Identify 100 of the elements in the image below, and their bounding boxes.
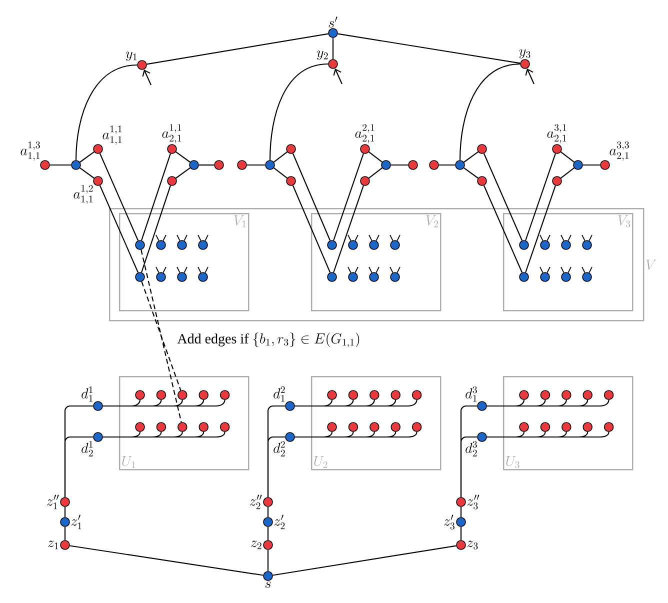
node-label: $s'$ [328,16,338,28]
vertex: $a^{3,1}_{2,1}$ [547,124,566,154]
edge [460,506,462,518]
node-label: $a^{3,1}_{2,1}$ [547,124,566,144]
edge [460,526,462,540]
vertex [477,144,487,154]
vertex [327,390,337,400]
node-label: $z_1$ [48,540,58,550]
node-label: $y_3$ [519,49,530,59]
node-label: $a^{3,3}_{2,1}$ [610,142,629,161]
vertex: $d^3_1$ [466,386,487,411]
vertex [573,160,583,170]
edge-stub [184,234,188,242]
vertex [370,422,380,432]
edge-stub [560,266,564,274]
vertex: $z'_3$ [444,514,466,530]
vertex [412,422,422,432]
edge [560,168,574,178]
vertex [390,422,400,432]
vertex: $d^2_2$ [274,432,295,456]
vertex [540,390,550,400]
edge-stub [162,234,166,242]
edge [332,38,334,60]
edge [141,153,171,241]
vertex [381,160,391,170]
edge [274,152,288,162]
vertex [390,390,400,400]
vertex [519,422,529,432]
edge [483,153,523,241]
edge-stub [390,266,394,274]
vertex [519,240,529,250]
node-label: $s$ [265,581,271,588]
edge-stub [348,266,352,274]
edge [99,153,139,241]
vertex [582,240,592,250]
edge [333,185,364,273]
node-label: $a^{1,2}_{1,1}$ [74,184,93,204]
vertex: $z'_1$ [60,514,82,530]
edge [292,153,331,241]
node-label: $a^{1,3}_{1,1}$ [20,142,40,161]
vertex [540,240,550,250]
vertex: $d^1_2$ [82,432,103,456]
node-label: $d^1_2$ [82,440,93,456]
edge-stub [354,234,358,242]
vertex: $a^{1,1}_{1,1}$ [93,126,122,154]
edge [246,164,266,166]
region-box: $U_2$ [311,376,442,470]
node-label: $d^3_2$ [466,440,477,456]
edge-stub [204,266,208,274]
vertex: $d^2_1$ [274,386,295,411]
vertex [135,390,145,400]
vertex [167,176,177,186]
edge-stub [560,234,564,242]
vertex [582,272,592,282]
vertex [519,272,529,282]
vertex: $a^{1,3}_{1,1}$ [20,142,50,170]
vertex [135,240,145,250]
vertex [156,272,166,282]
vertex [369,272,379,282]
vertex [327,422,337,432]
edge [80,167,94,179]
edge [75,64,138,160]
vertex [178,390,188,400]
vertex [198,390,208,400]
edge-stub [546,234,550,242]
arrow [525,68,535,84]
edge-stub [348,234,352,242]
vertex [552,176,562,186]
vertex [327,240,337,250]
edge-stub [376,266,380,274]
vertex [265,160,275,170]
vertex [177,272,187,282]
vertex: $a^{1,1}_{2,1}$ [162,124,182,154]
vertex [156,422,166,432]
region-box: $U_3$ [503,376,634,470]
edge-stub [540,266,544,274]
edge [176,167,190,179]
node-label: $z_3$ [467,540,478,550]
edge [64,506,66,518]
vertex [198,240,208,250]
region-box: $V_2$ [311,213,442,312]
edge [333,153,364,241]
vertex [189,160,199,170]
node-label: $y_1$ [126,52,137,61]
edge-stub [540,234,544,242]
vertex [562,390,572,400]
vertex [455,160,465,170]
edge-stub [368,234,372,242]
edge [294,400,418,407]
edge-stub [198,234,202,242]
dashed-edge [140,250,182,422]
edge [560,152,574,162]
edge-stub [156,234,160,242]
vertex: $z''_3$ [456,494,480,510]
vertex [178,422,188,432]
edge [102,432,226,438]
edge-stub [568,266,572,274]
edge-stub [390,234,394,242]
vertex [214,160,224,170]
vertex [348,390,358,400]
